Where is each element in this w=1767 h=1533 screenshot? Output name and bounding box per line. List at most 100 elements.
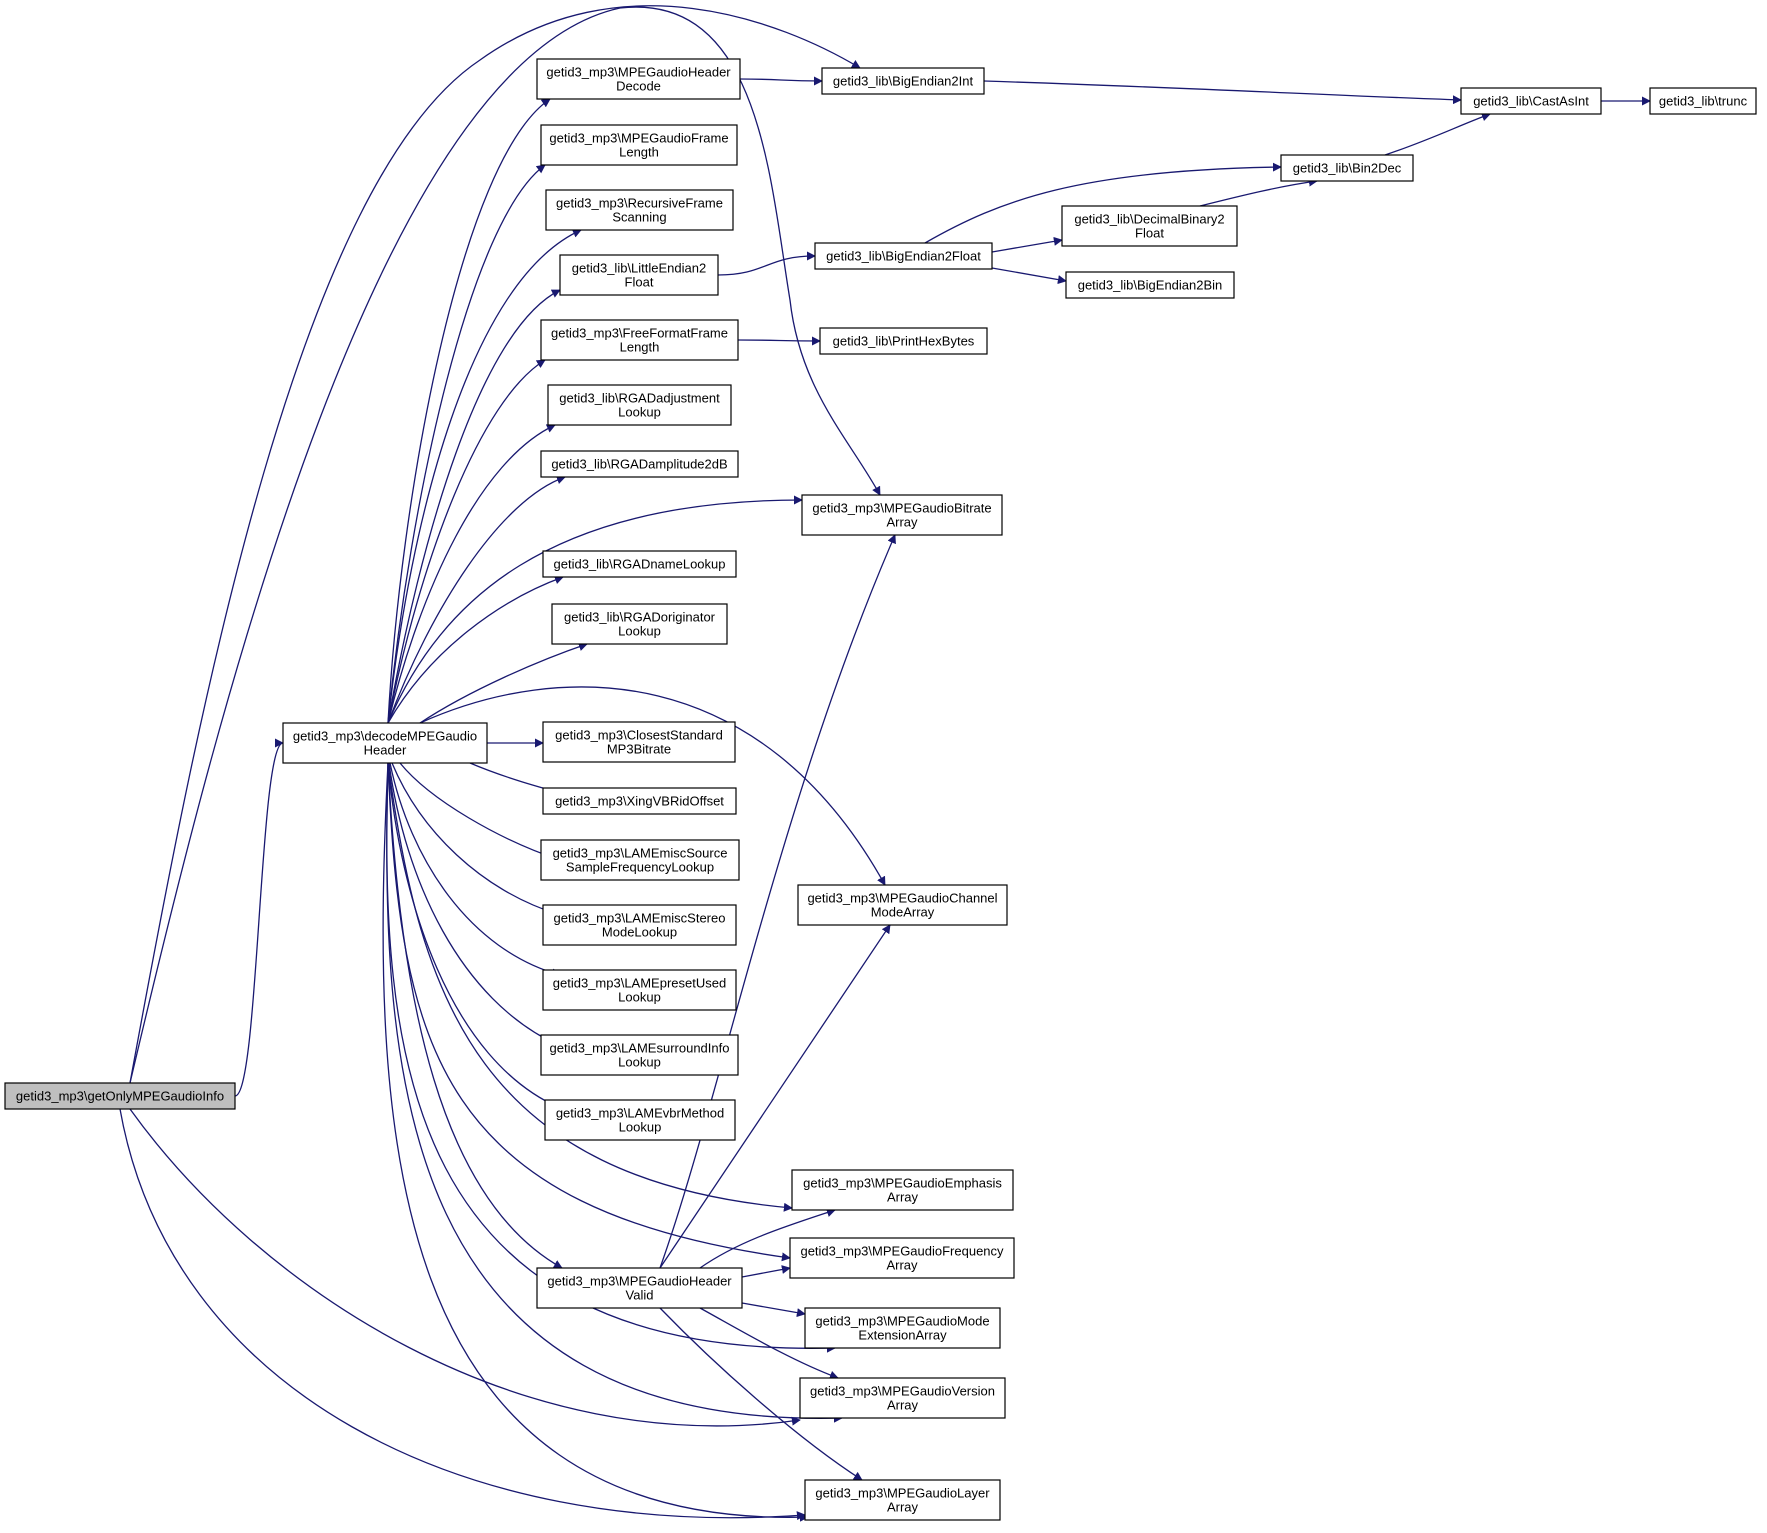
node-box <box>282 722 488 764</box>
node-box <box>804 1307 1001 1349</box>
node-label-line: MP3Bitrate <box>607 742 671 757</box>
node-rgaName[interactable]: getid3_lib\RGADnameLookup <box>542 550 737 578</box>
node-castAsInt[interactable]: getid3_lib\CastAsInt <box>1460 87 1602 115</box>
edge-decode-to-lamePreset <box>389 762 561 978</box>
node-label-line: getid3_mp3\MPEGaudioMode <box>815 1314 989 1329</box>
node-box <box>536 1267 743 1309</box>
edge-getOnly-to-layer <box>119 1108 806 1521</box>
edge-arrow <box>717 251 816 276</box>
node-label-line: getid3_mp3\MPEGaudioFrame <box>549 131 728 146</box>
node-label-line: getid3_mp3\XingVBRidOffset <box>555 794 724 809</box>
node-label-line: Length <box>620 340 660 355</box>
edge-hdrValid-to-emphasis <box>699 1208 836 1269</box>
edge-arrow <box>699 1307 839 1380</box>
node-trunc[interactable]: getid3_lib\trunc <box>1649 87 1757 115</box>
node-xing[interactable]: getid3_mp3\XingVBRidOffset <box>542 787 737 815</box>
edge-freeFmt-to-printHex <box>737 336 821 346</box>
node-box <box>1649 87 1757 115</box>
node-label-line: SampleFrequencyLookup <box>566 860 714 875</box>
edge-arrow <box>387 495 803 724</box>
node-label-line: getid3_mp3\MPEGaudioLayer <box>815 1486 990 1501</box>
node-box <box>1061 205 1238 247</box>
edge-arrow <box>387 762 563 1269</box>
node-box <box>821 67 985 95</box>
node-printHex[interactable]: getid3_lib\PrintHexBytes <box>819 327 988 355</box>
node-box <box>789 1237 1015 1279</box>
node-be2int[interactable]: getid3_lib\BigEndian2Int <box>821 67 985 95</box>
node-be2bin[interactable]: getid3_lib\BigEndian2Bin <box>1065 271 1235 299</box>
edge-arrow <box>419 686 886 886</box>
edge-arrow <box>129 1108 801 1427</box>
edge-getOnly-to-be2int <box>129 5 861 1084</box>
node-box <box>1460 87 1602 115</box>
edge-arrow <box>387 475 566 724</box>
edge-decode-to-lameSrc <box>399 762 561 862</box>
edge-arrow <box>419 642 588 724</box>
edge-arrow <box>991 267 1067 285</box>
edge-arrow <box>129 6 881 1084</box>
node-label-line: getid3_mp3\MPEGaudioChannel <box>807 891 997 906</box>
node-box <box>547 384 732 426</box>
edge-decode-to-layer <box>382 762 809 1522</box>
node-be2float[interactable]: getid3_lib\BigEndian2Float <box>814 242 993 270</box>
edge-decode-to-rgaAmp <box>387 475 566 724</box>
node-lameSrc[interactable]: getid3_mp3\LAMEmiscSourceSampleFrequency… <box>540 839 740 881</box>
edge-arrow <box>234 738 284 1097</box>
node-label-line: getid3_mp3\LAMEmiscStereo <box>554 911 726 926</box>
edge-arrow <box>1384 112 1491 156</box>
node-box <box>544 1099 736 1141</box>
edge-arrow <box>391 762 561 917</box>
edge-decode-to-lameVbr <box>387 762 561 1109</box>
node-box <box>799 1377 1006 1419</box>
edge-decode-to-rgaName <box>387 575 564 724</box>
node-label-line: getid3_lib\RGADadjustment <box>559 391 720 406</box>
node-label-line: getid3_mp3\LAMEmiscSource <box>553 846 728 861</box>
edge-arrow <box>389 762 561 978</box>
edge-decode-to-le2f <box>387 289 561 724</box>
node-box <box>536 58 741 100</box>
node-label-line: getid3_lib\trunc <box>1659 94 1748 109</box>
node-label-line: Header <box>364 743 407 758</box>
node-box <box>542 550 737 578</box>
node-label-line: ExtensionArray <box>858 1328 947 1343</box>
edge-arrow <box>387 575 564 724</box>
edge-hdrDecode-to-be2int <box>739 76 823 86</box>
edge-arrow <box>983 80 1462 105</box>
edge-decode-to-hdrValid <box>387 762 563 1269</box>
edge-hdrValid-to-modeExt <box>741 1302 806 1318</box>
node-label-line: Scanning <box>612 210 666 225</box>
node-label-line: getid3_mp3\decodeMPEGaudio <box>293 729 477 744</box>
node-bin2dec[interactable]: getid3_lib\Bin2Dec <box>1280 154 1414 182</box>
node-label-line: Float <box>1135 226 1164 241</box>
edge-arrow <box>387 289 561 724</box>
node-label-line: getid3_lib\RGADamplitude2dB <box>551 457 727 472</box>
node-box <box>542 787 737 815</box>
node-getOnly[interactable]: getid3_mp3\getOnlyMPEGaudioInfo <box>4 1082 236 1110</box>
node-rgaAmp[interactable]: getid3_lib\RGADamplitude2dB <box>540 450 739 478</box>
node-label-line: getid3_mp3\LAMEpresetUsed <box>553 976 726 991</box>
edge-arrow <box>388 762 559 1046</box>
edge-arrow <box>387 98 551 724</box>
